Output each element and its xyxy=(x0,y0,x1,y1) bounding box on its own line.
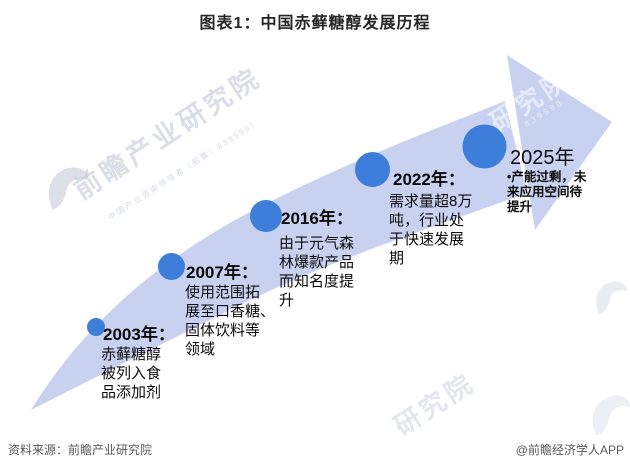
growth-arrow-head xyxy=(507,55,612,230)
milestone-dot-2007 xyxy=(158,253,185,280)
milestone-dot-2016 xyxy=(250,200,282,232)
chart-title: 图表1：中国赤藓糖醇发展历程 xyxy=(199,15,431,32)
milestone-description: 需求量超8万 吨，行业处 于快速发展 期 xyxy=(389,193,473,267)
milestone-description: 赤藓糖醇 被列入食 品添加剂 xyxy=(101,346,162,401)
milestone-year-label: 2016年： xyxy=(281,209,353,228)
data-source-note: 资料来源：前瞻产业研究院 xyxy=(8,443,153,457)
milestone-year-label: 2003年： xyxy=(103,325,175,344)
publisher-credit: @前瞻经济学人APP xyxy=(515,443,624,457)
milestone-dot-2022 xyxy=(355,152,390,187)
milestone-description: •产能过剩，未 来应用空间待 提升 xyxy=(507,170,587,214)
milestone-description: 由于元气森 林爆款产品 而知名度提 升 xyxy=(279,235,355,309)
milestone-year-label: 2022年： xyxy=(393,170,465,189)
milestone-description: 使用范围拓 展至口香糖、 固体饮料等 领域 xyxy=(185,284,276,358)
milestone-year-label: 2025年 xyxy=(510,147,575,169)
milestone-dot-2025 xyxy=(462,124,507,169)
growth-arrow-band xyxy=(31,101,527,410)
milestone-year-label: 2007年： xyxy=(186,263,258,282)
milestone-dot-2003 xyxy=(87,318,105,336)
